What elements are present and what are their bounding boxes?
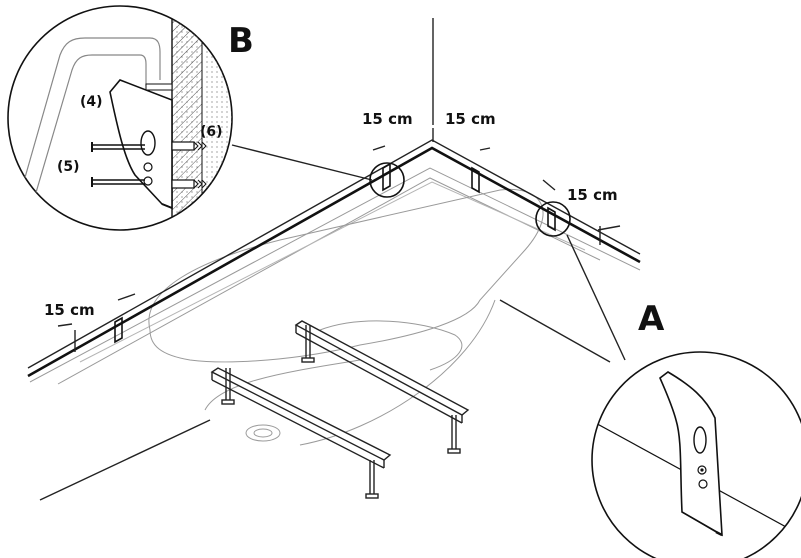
rail-brackets	[114, 162, 556, 344]
support-frame-back	[294, 320, 470, 454]
leader-b	[231, 144, 373, 181]
dim-label-left-end: 15 cm	[44, 301, 95, 319]
marker-circle-b	[369, 162, 405, 198]
floor-lines	[39, 299, 611, 501]
detail-b	[7, 5, 233, 231]
callout-b-label: B	[228, 21, 254, 61]
part-6-label: (6)	[200, 124, 223, 140]
dim-label-right-end: 15 cm	[567, 186, 618, 204]
dim-label-right-corner: 15 cm	[445, 110, 496, 128]
detail-a	[591, 351, 801, 558]
callout-a-label: A	[638, 299, 665, 339]
leader-a	[566, 234, 626, 361]
part-5-label: (5)	[57, 159, 80, 175]
support-frame-front	[210, 367, 392, 499]
dim-label-left-corner: 15 cm	[362, 110, 413, 128]
part-4-label: (4)	[80, 94, 103, 110]
tub-basin	[148, 188, 544, 446]
mounting-rail	[27, 139, 641, 378]
marker-circle-a	[535, 201, 571, 237]
dimension-marks	[57, 128, 621, 352]
